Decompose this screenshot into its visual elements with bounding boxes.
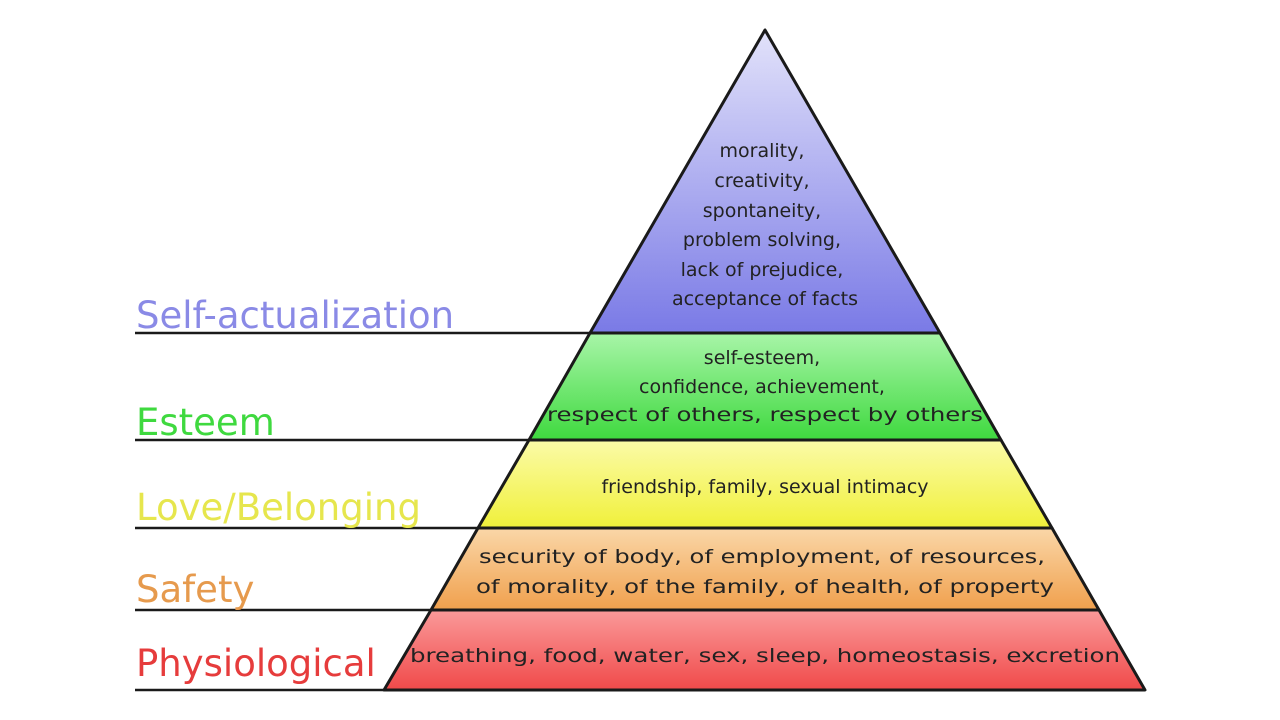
level-label-self-actualization: Self-actualization [136, 294, 454, 337]
pyramid-band-physiological [382, 608, 1147, 692]
description-love-belonging: friendship, family, sexual intimacy [601, 476, 928, 498]
level-label-esteem: Esteem [136, 401, 275, 444]
level-label-physiological: Physiological [136, 642, 376, 685]
description-self-actualization: morality, creativity, spontaneity, probl… [672, 140, 858, 310]
description-esteem: self-esteem, confidence, achievement, re… [547, 347, 983, 426]
description-safety: security of body, of employment, of reso… [476, 546, 1054, 598]
level-label-safety: Safety [136, 568, 254, 611]
description-physiological: breathing, food, water, sex, sleep, home… [410, 645, 1120, 667]
level-label-love-belonging: Love/Belonging [136, 486, 421, 529]
